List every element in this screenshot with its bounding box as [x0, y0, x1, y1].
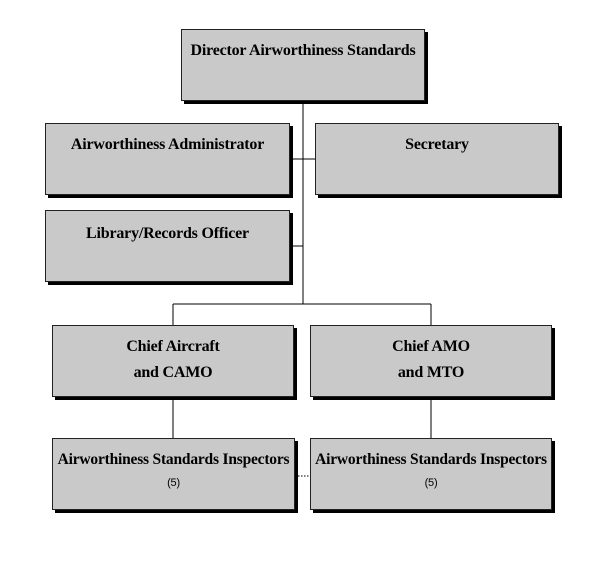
chief-amo-title-line1: Chief AMO	[392, 338, 470, 355]
library-records-officer-box: Library/Records Officer	[45, 210, 290, 282]
secretary-box: Secretary	[315, 123, 559, 195]
inspectors-aircraft-count: (5)	[167, 476, 180, 489]
inspectors-amo-title: Airworthiness Standards Inspectors	[315, 451, 547, 468]
inspectors-aircraft-box: Airworthiness Standards Inspectors (5)	[52, 438, 295, 510]
chief-aircraft-title-line1: Chief Aircraft	[126, 338, 220, 355]
airworthiness-administrator-title: Airworthiness Administrator	[70, 136, 265, 153]
secretary-title: Secretary	[405, 136, 469, 153]
airworthiness-administrator-box: Airworthiness Administrator	[45, 123, 290, 195]
director-box: Director Airworthiness Standards	[181, 29, 425, 101]
inspectors-aircraft-title: Airworthiness Standards Inspectors	[57, 451, 290, 468]
chief-aircraft-box: Chief Aircraft and CAMO	[52, 325, 294, 397]
inspectors-amo-count: (5)	[424, 476, 438, 489]
chief-aircraft-title-line2: and CAMO	[133, 364, 213, 382]
inspectors-amo-box: Airworthiness Standards Inspectors (5)	[310, 438, 552, 510]
library-records-officer-title: Library/Records Officer	[86, 225, 249, 242]
chief-amo-box: Chief AMO and MTO	[310, 325, 552, 397]
chief-amo-title-line2: and MTO	[397, 364, 465, 382]
director-title: Director Airworthiness Standards	[190, 42, 416, 59]
